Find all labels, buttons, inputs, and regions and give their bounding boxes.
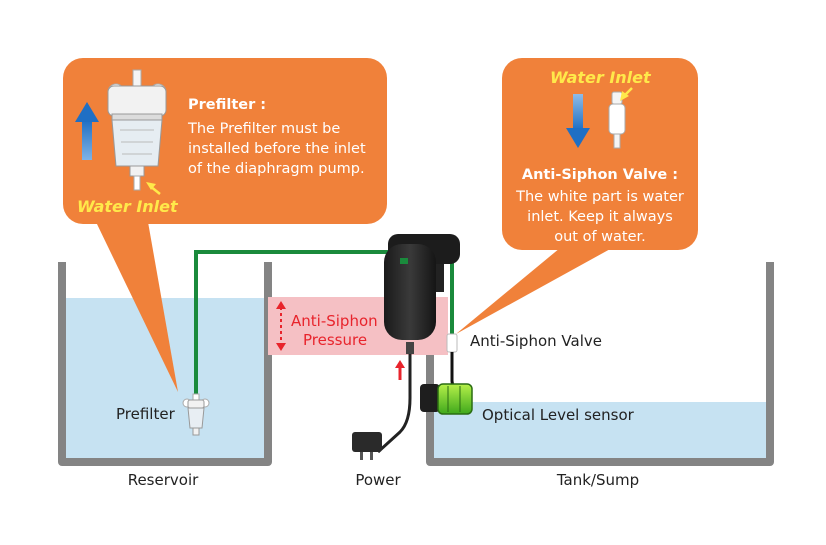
pressure-double-arrow — [276, 301, 286, 351]
valve-callout: Water Inlet Anti-Siphon Valve : The whit… — [456, 58, 698, 334]
valve-callout-pointer — [456, 248, 612, 334]
optical-level-sensor-icon — [420, 383, 473, 415]
pump-body — [384, 244, 436, 340]
anti-siphon-valve — [446, 333, 458, 353]
optical-level-sensor-label: Optical Level sensor — [482, 406, 635, 424]
valve-callout-box — [502, 58, 698, 250]
diaphragm-pump — [384, 234, 460, 354]
tank-sump-caption: Tank/Sump — [556, 471, 639, 489]
anti-siphon-valve-label: Anti-Siphon Valve — [470, 332, 602, 350]
prefilter-callout-pointer — [96, 222, 178, 392]
power-direction-arrow — [395, 360, 405, 380]
reservoir-caption: Reservoir — [128, 471, 199, 489]
inlet-pointer-icon — [146, 182, 161, 195]
prefilter-water-inlet-label: Water Inlet — [77, 197, 179, 216]
valve-callout-line-3: out of water. — [554, 229, 646, 245]
power-cable — [376, 354, 412, 454]
power-caption: Power — [355, 471, 401, 489]
pump-fitting — [436, 264, 444, 292]
inlet-tube — [194, 250, 392, 398]
tank-wall — [426, 262, 774, 466]
valve-water-inlet-label: Water Inlet — [550, 68, 652, 87]
prefilter-callout-title: Prefilter : — [188, 97, 266, 113]
prefilter-callout-line-1: The Prefilter must be — [187, 121, 340, 137]
power-adapter-icon — [352, 432, 382, 460]
pressure-label-line2: Pressure — [303, 331, 367, 349]
prefilter-callout-line-2: installed before the inlet — [188, 141, 366, 157]
tank-water — [434, 402, 766, 459]
prefilter-callout-line-3: of the diaphragm pump. — [188, 161, 365, 177]
prefilter-large-icon — [107, 69, 167, 191]
valve-large-icon — [608, 91, 626, 149]
valve-callout-line-2: inlet. Keep it always — [527, 209, 673, 225]
valve-inlet-pointer-icon — [620, 87, 633, 101]
arrow-up-icon — [75, 102, 99, 160]
reservoir-wall — [58, 262, 272, 466]
valve-callout-title: Anti-Siphon Valve : — [522, 167, 678, 183]
prefilter-small-icon — [182, 393, 210, 436]
pump-plug — [406, 342, 414, 354]
arrow-down-icon — [566, 94, 590, 148]
pump-led — [400, 258, 408, 264]
prefilter-callout: Prefilter : The Prefilter must be instal… — [63, 58, 387, 392]
prefilter-label: Prefilter — [116, 405, 176, 423]
pressure-label-line1: Anti-Siphon — [291, 312, 378, 330]
valve-callout-line-1: The white part is water — [515, 189, 684, 205]
outlet-tube — [448, 260, 454, 336]
tank-sump — [426, 262, 774, 466]
